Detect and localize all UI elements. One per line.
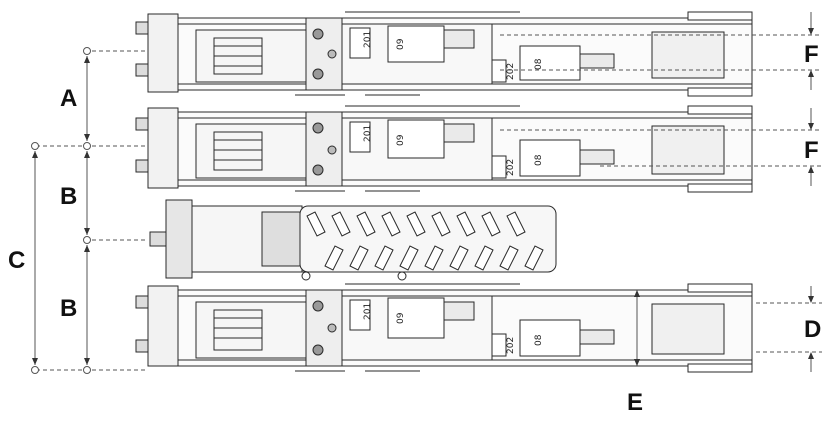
dimension-label-b-upper: B bbox=[60, 183, 77, 210]
unit-middle-mount-plate bbox=[147, 107, 179, 189]
unit-top-label-08: 08 bbox=[534, 58, 544, 70]
unit-bottom-label-202: 202 bbox=[506, 337, 516, 354]
tire-treads bbox=[306, 211, 544, 271]
unit-bottom-mount-plate bbox=[147, 285, 179, 367]
hub-plate bbox=[165, 199, 193, 279]
unit-middle-label-08: 08 bbox=[534, 154, 544, 166]
dimension-label-b-lower: B bbox=[60, 295, 77, 322]
dimension-label-f-middle: F bbox=[804, 137, 819, 164]
unit-top-label-09: 09 bbox=[396, 38, 406, 50]
unit-middle bbox=[135, 105, 753, 193]
unit-top bbox=[135, 11, 753, 97]
unit-bottom bbox=[135, 283, 753, 373]
unit-bottom-label-08: 08 bbox=[534, 334, 544, 346]
unit-top-label-201: 201 bbox=[363, 31, 373, 48]
dimension-label-f-upper: F bbox=[804, 41, 819, 68]
unit-bottom-label-201: 201 bbox=[363, 303, 373, 320]
unit-middle-label-201: 201 bbox=[363, 125, 373, 142]
unit-top-label-202: 202 bbox=[506, 63, 516, 80]
tire-assembly bbox=[149, 199, 557, 281]
unit-top-mount-plate bbox=[147, 13, 179, 93]
unit-middle-label-09: 09 bbox=[396, 134, 406, 146]
dimension-lines-right bbox=[500, 12, 822, 372]
dimension-label-d: D bbox=[804, 316, 821, 343]
dimension-arrows-right bbox=[634, 28, 814, 366]
dimension-label-c: C bbox=[8, 247, 25, 274]
dimension-arrows-left bbox=[32, 56, 90, 365]
dimension-lines-left bbox=[31, 47, 146, 374]
dimension-label-a: A bbox=[60, 85, 77, 112]
unit-middle-label-202: 202 bbox=[506, 159, 516, 176]
dimension-label-e: E bbox=[627, 389, 643, 416]
unit-bottom-label-09: 09 bbox=[396, 312, 406, 324]
